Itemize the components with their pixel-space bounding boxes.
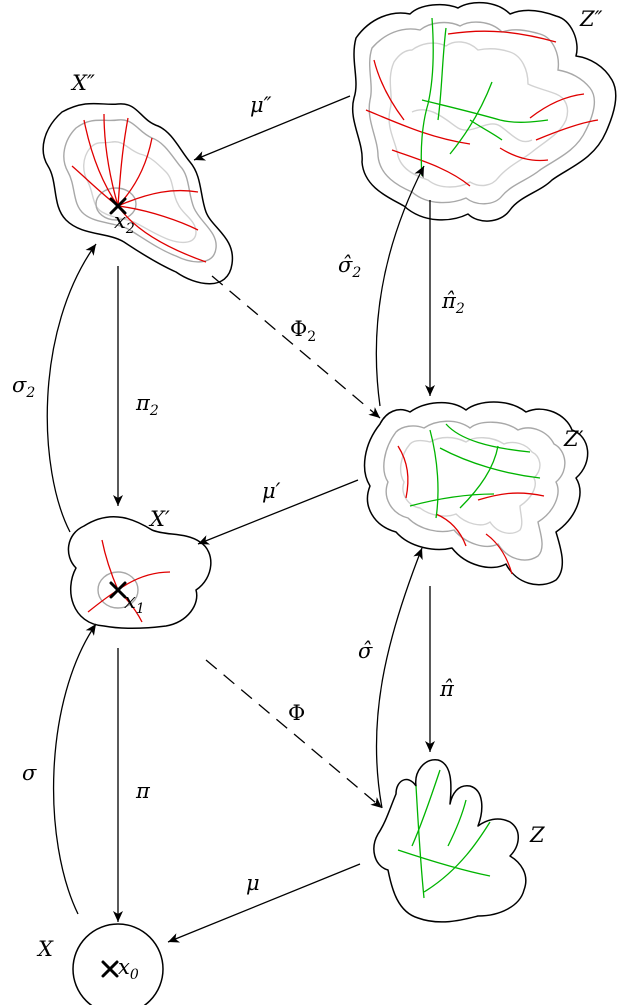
- Z-boundary: [373, 759, 527, 923]
- red-curve: [117, 117, 129, 207]
- red-curve: [103, 113, 119, 207]
- arrow-mu-prime: [197, 479, 359, 545]
- arrow-sigmahat: [375, 547, 423, 809]
- red-curve: [117, 189, 199, 207]
- red-curve: [485, 533, 513, 575]
- label-pi: π: [135, 779, 151, 803]
- arrow-Phi2: [211, 275, 381, 419]
- red-curve: [117, 205, 199, 231]
- red-curve: [83, 119, 119, 207]
- Z-prime-boundary: [363, 401, 589, 586]
- green-curve: [447, 799, 467, 847]
- point-x0-marker: [101, 960, 119, 978]
- X-boundary: [72, 923, 164, 1005]
- point-x2-marker: [109, 197, 127, 215]
- green-curve: [420, 17, 434, 177]
- arrows: [46, 95, 435, 943]
- Z-double-prime-green-curves: [420, 17, 549, 177]
- green-curve: [429, 429, 439, 519]
- label-pi2: π2: [135, 391, 159, 419]
- label-pihat2: π̂2: [441, 289, 465, 317]
- label-Phi2: Φ2: [290, 317, 316, 345]
- Z-double-prime-boundary: [352, 1, 617, 222]
- label-Z-double-prime: Z″: [579, 7, 603, 31]
- label-point-x1: x1: [124, 589, 145, 617]
- Z-double-prime-shell-1: [368, 21, 596, 205]
- Z-double-prime-red-curves: [365, 30, 599, 187]
- green-curve: [421, 99, 549, 123]
- label-mu: μ: [246, 871, 260, 895]
- red-curve: [535, 119, 599, 141]
- green-curve: [437, 27, 447, 121]
- red-curve: [435, 513, 467, 547]
- red-curve: [391, 149, 471, 187]
- arrow-mu: [167, 863, 361, 943]
- space-Z-prime: [363, 401, 589, 586]
- label-X-prime: X′: [148, 507, 170, 531]
- space-X: [72, 923, 164, 1005]
- red-curve: [529, 93, 585, 119]
- labels: X″ X′ X Z″ Z′ Z x2 x1 x0 μ″ μ′ μ σ2 σ π2…: [12, 7, 603, 983]
- label-sigmahat: σ̂: [358, 639, 373, 663]
- arrow-mu-double-prime: [193, 95, 351, 161]
- red-curve: [447, 30, 557, 43]
- label-Phi: Φ: [288, 701, 305, 725]
- red-curve: [365, 109, 471, 145]
- space-X-double-prime: [42, 102, 234, 285]
- label-mu-prime: μ′: [262, 479, 281, 503]
- label-X-double-prime: X″: [70, 71, 95, 95]
- red-curve: [477, 492, 545, 501]
- green-curve: [409, 493, 495, 507]
- X-prime-core: [97, 571, 139, 609]
- green-curve: [415, 785, 425, 899]
- label-Z: Z: [529, 823, 545, 847]
- X-double-prime-core: [95, 187, 137, 221]
- green-curve: [423, 821, 491, 893]
- red-curve: [117, 571, 171, 591]
- Z-prime-shell-2: [399, 436, 541, 534]
- label-sigma2: σ2: [12, 373, 35, 401]
- red-curve: [499, 147, 549, 162]
- X-double-prime-red-curves: [71, 113, 207, 263]
- Z-green-curves: [397, 769, 491, 899]
- label-pihat: π̂: [439, 677, 455, 701]
- green-curve: [411, 769, 441, 847]
- label-point-x0: x0: [118, 955, 139, 983]
- green-curve: [459, 445, 499, 509]
- space-Z-double-prime: [352, 1, 617, 222]
- red-curve: [373, 59, 405, 121]
- green-curve: [445, 423, 531, 453]
- Z-prime-shell-1: [383, 420, 566, 561]
- label-sigmahat2: σ̂2: [338, 253, 361, 281]
- label-point-x2: x2: [114, 209, 135, 237]
- Z-double-prime-fold: [411, 109, 533, 143]
- Z-double-prime-shell-2: [388, 41, 569, 188]
- label-sigma: σ: [22, 761, 37, 785]
- arrow-sigmahat2: [375, 165, 425, 407]
- point-x1-marker: [109, 581, 127, 599]
- X-double-prime-boundary: [42, 102, 234, 285]
- X-prime-boundary: [67, 516, 212, 630]
- space-Z: [373, 759, 527, 923]
- arrow-sigma: [52, 623, 97, 915]
- label-mu-double-prime: μ″: [250, 93, 272, 117]
- green-curve: [397, 849, 491, 877]
- Z-prime-green-curves: [409, 423, 541, 519]
- Z-prime-red-curves: [397, 445, 545, 575]
- red-curve: [397, 445, 409, 499]
- arrow-Phi: [205, 659, 383, 809]
- X-double-prime-shell-1: [63, 119, 217, 263]
- green-curve: [449, 81, 493, 155]
- green-curve: [439, 447, 541, 479]
- label-X: X: [36, 937, 54, 961]
- label-Z-prime: Z′: [563, 427, 584, 451]
- arrow-sigma2: [46, 243, 97, 533]
- green-curve: [469, 119, 503, 141]
